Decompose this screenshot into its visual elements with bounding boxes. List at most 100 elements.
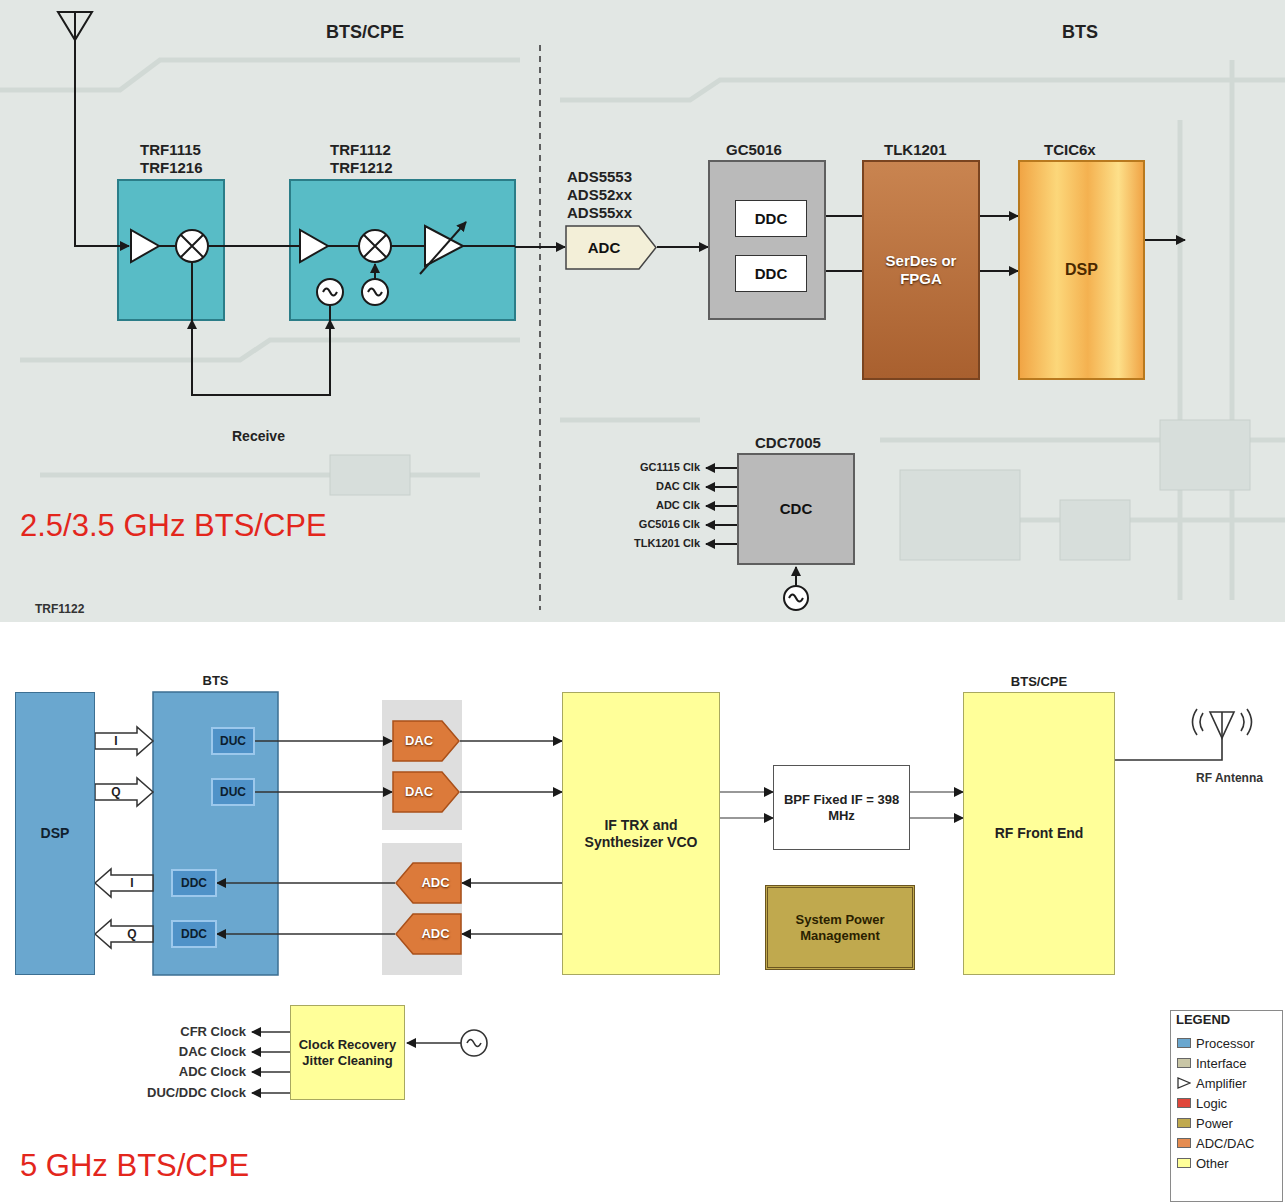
signal-wire bbox=[391, 245, 425, 247]
signal-name: Q bbox=[109, 786, 122, 799]
clock-arrow bbox=[706, 505, 737, 507]
board-chip bbox=[1060, 500, 1130, 560]
board-chip bbox=[900, 470, 1020, 560]
part-number: BTS/CPE bbox=[964, 674, 1114, 690]
legend-symbol bbox=[1177, 1077, 1191, 1089]
oscillator-wave bbox=[323, 289, 337, 296]
board-trace bbox=[40, 473, 480, 478]
signal-name: I bbox=[128, 877, 135, 890]
clock-output: GC1115 Clk bbox=[640, 461, 700, 474]
signal-name: Q bbox=[125, 928, 138, 941]
antenna-feed bbox=[1115, 738, 1222, 760]
legend-text: ADC/DAC bbox=[1196, 1136, 1255, 1151]
signal-arrow bbox=[255, 740, 392, 742]
signal-wire bbox=[208, 245, 224, 247]
block-label: ADC bbox=[413, 926, 458, 942]
power-management-box: System Power Management bbox=[765, 885, 915, 970]
legend-item: Power bbox=[1177, 1113, 1233, 1133]
bus-arrow bbox=[95, 869, 153, 897]
oscillator-wave bbox=[467, 1040, 481, 1047]
legend-title: LEGEND bbox=[1176, 1013, 1230, 1028]
part-number: BTS bbox=[153, 673, 278, 689]
legend-text: Logic bbox=[1196, 1096, 1227, 1111]
clock-output: ADC Clk bbox=[656, 499, 700, 512]
signal-wire bbox=[159, 245, 176, 247]
signal-arrow bbox=[462, 933, 562, 935]
serdes-box: TLK1201SerDes or FPGA bbox=[862, 160, 980, 380]
clock-arrow bbox=[706, 543, 737, 545]
mixer-cross bbox=[181, 235, 203, 257]
ddc-chip-box: GC5016DDCDDC bbox=[708, 160, 826, 320]
block-label: DAC bbox=[396, 784, 442, 800]
block-label: DUC bbox=[217, 734, 249, 748]
clock-output: DAC Clock bbox=[179, 1045, 246, 1060]
antenna-feed bbox=[75, 12, 129, 246]
mixer-symbol bbox=[359, 230, 391, 262]
signal-arrow bbox=[460, 791, 562, 793]
signal-arrow bbox=[910, 791, 963, 792]
clock-arrow bbox=[252, 1092, 290, 1094]
mixer-symbol bbox=[176, 230, 208, 262]
diagram-title: 5 GHz BTS/CPE bbox=[20, 1148, 249, 1184]
part-number: TRF1122 bbox=[35, 603, 84, 617]
signal-arrow bbox=[460, 740, 562, 742]
board-trace bbox=[20, 340, 520, 360]
converter-group bbox=[382, 843, 462, 975]
block-fill bbox=[118, 180, 224, 320]
ddc-box: DDC bbox=[171, 920, 217, 948]
clock-chip-box: CDC7005CDC bbox=[737, 453, 855, 565]
legend-swatch bbox=[1177, 1158, 1191, 1168]
signal-arrow bbox=[910, 817, 963, 818]
board-trace bbox=[1230, 60, 1235, 600]
signal-arrow bbox=[255, 791, 392, 793]
block-label: DDC bbox=[177, 876, 211, 890]
block-label: DAC bbox=[396, 733, 442, 749]
block-label: ADC bbox=[569, 239, 639, 257]
duc-box: DUC bbox=[211, 778, 255, 806]
signal-arrow bbox=[224, 245, 290, 247]
signal-name: I bbox=[112, 735, 119, 748]
block-label: DSP bbox=[1024, 260, 1139, 279]
legend-item: Interface bbox=[1177, 1053, 1247, 1073]
clock-arrow bbox=[252, 1051, 290, 1053]
legend-item: Other bbox=[1177, 1153, 1229, 1173]
amplifier-symbol bbox=[131, 230, 159, 262]
dsp-box: TCIC6xDSP bbox=[1018, 160, 1145, 380]
legend-text: Other bbox=[1196, 1156, 1229, 1171]
block-label: RF Front End bbox=[968, 825, 1110, 842]
part-number: TRF1115 TRF1216 bbox=[140, 141, 220, 177]
clock-feed bbox=[795, 567, 797, 586]
bandpass-filter-box: BPF Fixed IF = 398 MHz bbox=[773, 765, 910, 850]
antenna-mast bbox=[1221, 712, 1223, 738]
clock-arrow bbox=[706, 467, 737, 469]
clock-output: GC5016 Clk bbox=[639, 518, 700, 531]
signal-arrow bbox=[462, 882, 562, 884]
board-chip bbox=[330, 455, 410, 495]
lo-wire bbox=[374, 264, 376, 279]
adc-symbol: ADS5553 ADS52xx ADS55xxADC bbox=[565, 225, 657, 270]
bus-arrow bbox=[95, 778, 153, 806]
ddc-box: DDC bbox=[171, 869, 217, 897]
section-heading: BTS bbox=[1062, 22, 1098, 43]
block-shape bbox=[393, 721, 459, 761]
antenna-label: RF Antenna bbox=[1196, 772, 1263, 786]
ddc-box: DDC bbox=[735, 255, 807, 292]
dsp-box: DSP bbox=[15, 692, 95, 975]
clock-arrow bbox=[252, 1071, 290, 1073]
antenna-waves bbox=[1193, 709, 1252, 735]
legend-swatch bbox=[1177, 1118, 1191, 1128]
oscillator-symbol bbox=[317, 279, 343, 305]
clock-output: CFR Clock bbox=[180, 1025, 246, 1040]
amplifier-symbol bbox=[300, 230, 328, 262]
duc-box: DUC bbox=[211, 727, 255, 755]
part-number: ADS5553 ADS52xx ADS55xx bbox=[567, 168, 647, 222]
legend-item: Amplifier bbox=[1177, 1073, 1247, 1093]
adc-symbol: ADC bbox=[395, 862, 462, 904]
output-arrow bbox=[1145, 239, 1185, 241]
signal-arrow bbox=[515, 246, 565, 248]
part-number: TLK1201 bbox=[884, 141, 984, 159]
legend-item: Logic bbox=[1177, 1093, 1227, 1113]
oscillator-wave bbox=[789, 595, 803, 602]
block-label: DSP bbox=[20, 825, 90, 842]
